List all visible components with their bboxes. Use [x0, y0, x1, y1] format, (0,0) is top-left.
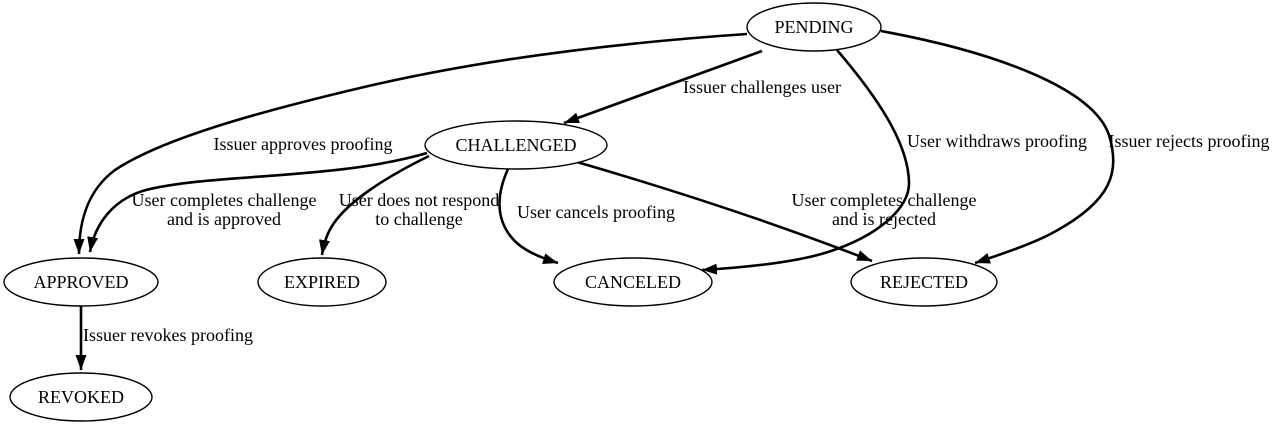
node-label-challenged: CHALLENGED [456, 135, 577, 155]
node-ellipse-canceled [553, 257, 713, 307]
node-label-expired: EXPIRED [284, 272, 360, 292]
node-label-canceled: CANCELED [585, 272, 681, 292]
edge-label-challenged-canceled: User cancels proofing [517, 202, 675, 222]
node-ellipse-challenged [424, 120, 608, 170]
state-node-challenged: CHALLENGED [424, 120, 608, 170]
state-node-canceled: CANCELED [553, 257, 713, 307]
node-label-rejected: REJECTED [880, 272, 968, 292]
edge-label-challenged-approved-line2: and is approved [167, 209, 281, 229]
edge-pending-approved [73, 32, 748, 255]
state-node-revoked: REVOKED [9, 372, 153, 422]
node-label-approved: APPROVED [33, 272, 128, 292]
edge-label-pending-approved: Issuer approves proofing [214, 134, 393, 154]
nodes-layer: PENDING CHALLENGED APPROVED EXPIRED CANCELED… [3, 2, 998, 422]
edge-label-challenged-rejected-line1: User completes challenge [792, 190, 977, 210]
node-label-revoked: REVOKED [38, 387, 124, 407]
edge-label-approved-revoked: Issuer revokes proofing [83, 325, 253, 345]
edge-label-pending-canceled: User withdraws proofing [907, 131, 1087, 151]
state-node-rejected: REJECTED [850, 257, 998, 307]
node-ellipse-pending [746, 2, 882, 52]
edge-pending-challenged [563, 49, 763, 125]
edge-label-challenged-expired-line2: to challenge [375, 209, 462, 229]
state-node-approved: APPROVED [3, 257, 159, 307]
edge-pending-rejected [880, 29, 1115, 265]
edge-pending-canceled [701, 49, 911, 275]
edge-challenged-rejected [576, 160, 873, 263]
node-ellipse-revoked [9, 372, 153, 422]
edge-label-challenged-rejected-line2: and is rejected [832, 209, 936, 229]
edge-label-challenged-expired-line1: User does not respond [339, 190, 499, 210]
node-ellipse-approved [3, 257, 159, 307]
node-label-pending: PENDING [775, 17, 854, 37]
edge-label-pending-rejected: Issuer rejects proofing [1109, 131, 1270, 151]
edge-label-challenged-approved-line1: User completes challenge [132, 190, 317, 210]
node-ellipse-expired [257, 257, 387, 307]
edge-challenged-canceled [498, 168, 559, 265]
edge-challenged-expired [319, 154, 430, 256]
edge-challenged-approved [87, 151, 428, 253]
edge-label-pending-challenged: Issuer challenges user [683, 77, 841, 97]
node-ellipse-rejected [850, 257, 998, 307]
state-node-expired: EXPIRED [257, 257, 387, 307]
state-node-pending: PENDING [746, 2, 882, 52]
